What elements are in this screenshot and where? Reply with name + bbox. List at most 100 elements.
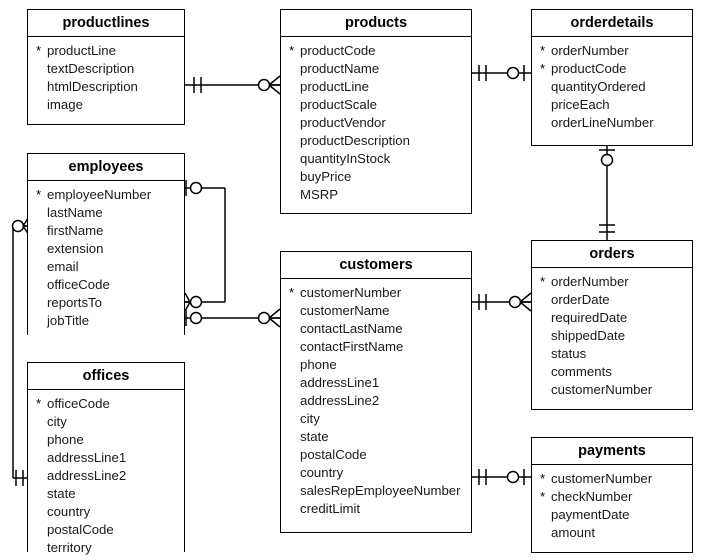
- field-label: orderLineNumber: [551, 115, 654, 130]
- primary-key-field-customers-customerNumber: * customerNumber: [281, 284, 471, 302]
- field-label: textDescription: [47, 61, 135, 76]
- field-label: postalCode: [47, 522, 114, 537]
- field-label: productName: [300, 61, 380, 76]
- field-products-productVendor: productVendor: [281, 114, 471, 132]
- field-orders-comments: comments: [532, 363, 692, 381]
- field-offices-territory: territory: [28, 539, 184, 557]
- pk-marker-icon: *: [540, 471, 546, 486]
- entity-title-customers: customers: [281, 252, 471, 279]
- field-label: firstName: [47, 223, 104, 238]
- field-label: quantityInStock: [300, 151, 391, 166]
- primary-key-field-orderdetails-productCode: * productCode: [532, 60, 692, 78]
- field-label: salesRepEmployeeNumber: [300, 483, 461, 498]
- field-customers-city: city: [281, 410, 471, 428]
- field-customers-addressLine2: addressLine2: [281, 392, 471, 410]
- field-label: jobTitle: [47, 313, 90, 328]
- field-label: paymentDate: [551, 507, 630, 522]
- field-orders-customerNumber: customerNumber: [532, 381, 692, 399]
- field-label: status: [551, 346, 587, 361]
- field-orderdetails-orderLineNumber: orderLineNumber: [532, 114, 692, 132]
- field-customers-salesRepEmployeeNumber: salesRepEmployeeNumber: [281, 482, 471, 500]
- primary-key-field-productlines-productLine: *productLine: [28, 42, 184, 60]
- field-label: productCode: [551, 61, 627, 76]
- pk-marker-icon: *: [36, 187, 42, 202]
- field-label: state: [47, 486, 76, 501]
- field-label: phone: [47, 432, 84, 447]
- field-label: country: [47, 504, 91, 519]
- field-offices-postalCode: postalCode: [28, 521, 184, 539]
- field-products-productLine: productLine: [281, 78, 471, 96]
- field-label: amount: [551, 525, 595, 540]
- pk-marker-icon: *: [540, 274, 546, 289]
- primary-key-field-orderdetails-orderNumber: *orderNumber: [532, 42, 692, 60]
- field-payments-amount: amount: [532, 524, 692, 542]
- field-productlines-image: image: [28, 96, 184, 114]
- field-label: productDescription: [300, 133, 410, 148]
- field-label: quantityOrdered: [551, 79, 646, 94]
- primary-key-field-offices-officeCode: * officeCode: [28, 395, 184, 413]
- field-label: MSRP: [300, 187, 339, 202]
- entity-orderdetails[interactable]: orderdetails *orderNumber* productCode quan…: [531, 9, 693, 146]
- field-label: productLine: [300, 79, 369, 94]
- field-label: territory: [47, 540, 92, 555]
- field-label: country: [300, 465, 344, 480]
- field-label: htmlDescription: [47, 79, 138, 94]
- field-label: city: [300, 411, 320, 426]
- field-customers-phone: phone: [281, 356, 471, 374]
- field-orders-orderDate: orderDate: [532, 291, 692, 309]
- field-products-quantityInStock: quantityInStock: [281, 150, 471, 168]
- relationship-employees-customers: [185, 308, 281, 328]
- relationship-productlines-products: [185, 75, 281, 95]
- entity-title-offices: offices: [28, 363, 184, 390]
- field-label: postalCode: [300, 447, 367, 462]
- field-offices-addressLine1: addressLine1: [28, 449, 184, 467]
- field-employees-reportsTo: reportsTo: [28, 294, 184, 312]
- field-label: addressLine2: [300, 393, 380, 408]
- entity-title-orderdetails: orderdetails: [532, 10, 692, 37]
- field-label: productLine: [47, 43, 116, 58]
- field-label: contactLastName: [300, 321, 403, 336]
- field-label: email: [47, 259, 79, 274]
- field-label: lastName: [47, 205, 103, 220]
- field-products-productName: productName: [281, 60, 471, 78]
- field-orderdetails-quantityOrdered: quantityOrdered: [532, 78, 692, 96]
- field-employees-lastName: lastName: [28, 204, 184, 222]
- relationship-employees-reportsto: [184, 180, 226, 312]
- field-employees-extension: extension: [28, 240, 184, 258]
- field-label: city: [47, 414, 67, 429]
- entity-title-products: products: [281, 10, 471, 37]
- field-label: officeCode: [47, 396, 110, 411]
- field-label: buyPrice: [300, 169, 352, 184]
- field-products-productDescription: productDescription: [281, 132, 471, 150]
- pk-marker-icon: *: [540, 489, 546, 504]
- pk-marker-icon: *: [540, 61, 546, 76]
- field-productlines-htmlDescription: htmlDescription: [28, 78, 184, 96]
- pk-marker-icon: *: [289, 285, 295, 300]
- field-label: customerNumber: [300, 285, 402, 300]
- entity-title-employees: employees: [28, 154, 184, 181]
- field-label: image: [47, 97, 83, 112]
- field-customers-contactFirstName: contactFirstName: [281, 338, 471, 356]
- field-customers-postalCode: postalCode: [281, 446, 471, 464]
- field-label: addressLine1: [47, 450, 127, 465]
- field-employees-jobTitle: jobTitle: [28, 312, 184, 330]
- field-label: shippedDate: [551, 328, 626, 343]
- pk-marker-icon: *: [36, 396, 42, 411]
- primary-key-field-payments-checkNumber: *checkNumber: [532, 488, 692, 506]
- field-label: customerNumber: [551, 471, 653, 486]
- field-customers-addressLine1: addressLine1: [281, 374, 471, 392]
- entity-title-orders: orders: [532, 241, 692, 268]
- field-employees-firstName: firstName: [28, 222, 184, 240]
- field-label: extension: [47, 241, 104, 256]
